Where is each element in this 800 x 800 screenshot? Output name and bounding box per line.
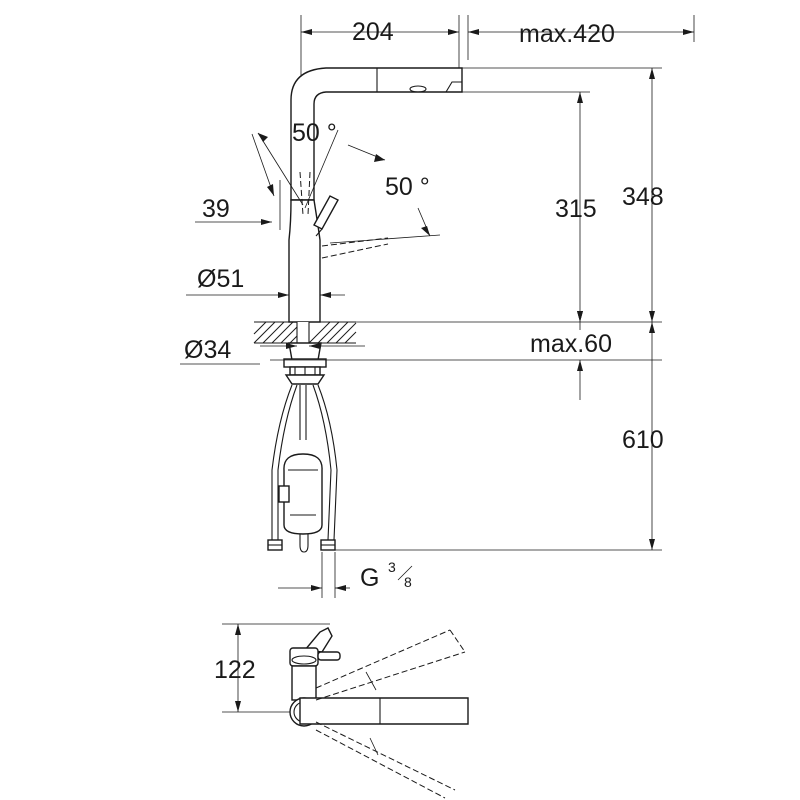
connection-thread-denominator: 8 <box>404 574 412 590</box>
total-height-dimension <box>649 68 655 322</box>
lever-offset-label: 39 <box>202 195 230 223</box>
top-view <box>222 623 469 799</box>
right-extension-lines <box>440 67 662 93</box>
lever-offset-dimension <box>195 180 281 230</box>
deck-thickness-dimension <box>577 311 583 400</box>
hose-length-dimension <box>649 322 655 550</box>
hose-length-label: 610 <box>622 426 664 454</box>
angle-indicators <box>251 129 441 244</box>
under-deck-mounting <box>270 342 662 385</box>
spout-height-label: 315 <box>555 195 597 223</box>
connection-thread-label: G <box>360 564 379 592</box>
hole-diameter-label: Ø34 <box>184 336 231 364</box>
max-reach-label: max.420 <box>519 20 615 48</box>
deck-thickness-label: max.60 <box>530 330 612 358</box>
faucet-body <box>288 195 339 323</box>
lever-angle-label-1: 50 ° <box>292 119 337 147</box>
total-height-label: 348 <box>622 183 664 211</box>
reach-label: 204 <box>352 18 394 46</box>
connection-dimension <box>278 549 662 598</box>
hole-diameter-dimension <box>180 343 365 365</box>
body-diameter-label: Ø51 <box>197 265 244 293</box>
top-dimension-lines <box>300 15 695 110</box>
countertop-section <box>253 321 662 344</box>
lever-angle-label-2: 50 ° <box>385 173 430 201</box>
supply-hoses <box>267 384 338 553</box>
connection-thread-numerator: 3 <box>388 559 396 575</box>
body-diameter-dimension <box>186 292 345 298</box>
top-view-height-label: 122 <box>214 656 256 684</box>
